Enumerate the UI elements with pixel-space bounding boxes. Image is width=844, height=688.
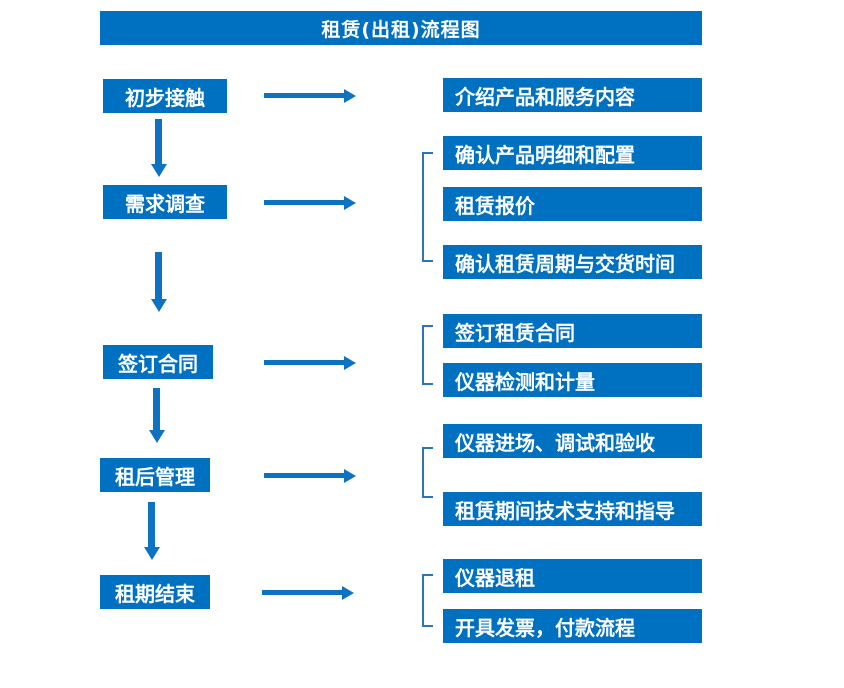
right-arrow-head-icon [342, 585, 354, 600]
flowchart-title: 租赁(出租)流程图 [100, 11, 702, 45]
right-arrow-1 [264, 88, 356, 103]
output-box-tech-support: 租赁期间技术支持和指导 [443, 492, 702, 526]
bracket-group-2 [422, 152, 433, 262]
output-box-confirm-details: 确认产品明细和配置 [443, 136, 702, 170]
down-arrow-4 [143, 502, 160, 560]
down-arrow-2 [150, 252, 167, 312]
down-arrow-head-icon [150, 164, 167, 177]
right-arrow-head-icon [344, 468, 356, 483]
right-arrow-shaft [264, 200, 344, 205]
down-arrow-3 [148, 388, 165, 443]
right-arrow-shaft [264, 360, 344, 365]
step-box-sign-contract: 签订合同 [103, 345, 213, 379]
down-arrow-shaft [155, 119, 162, 164]
right-arrow-2 [264, 195, 356, 210]
output-box-instrument-return: 仪器退租 [443, 559, 702, 593]
down-arrow-shaft [153, 388, 160, 430]
right-arrow-4 [264, 468, 356, 483]
down-arrow-head-icon [143, 547, 160, 560]
output-box-invoice-payment: 开具发票，付款流程 [443, 609, 702, 643]
output-box-sign-rental-contract: 签订租赁合同 [443, 314, 702, 348]
step-box-initial-contact: 初步接触 [103, 79, 227, 113]
right-arrow-head-icon [344, 355, 356, 370]
output-box-confirm-period: 确认租赁周期与交货时间 [443, 245, 702, 279]
output-box-intro-products: 介绍产品和服务内容 [443, 78, 702, 112]
output-box-rental-quote: 租赁报价 [443, 187, 702, 221]
right-arrow-shaft [262, 590, 342, 595]
right-arrow-3 [264, 355, 356, 370]
step-box-post-rental-mgmt: 租后管理 [100, 458, 210, 492]
bracket-group-3 [422, 325, 433, 385]
step-box-demand-survey: 需求调查 [103, 185, 227, 219]
bracket-group-4 [422, 447, 433, 498]
right-arrow-head-icon [344, 88, 356, 103]
down-arrow-shaft [148, 502, 155, 547]
output-box-instrument-setup: 仪器进场、调试和验收 [443, 424, 702, 458]
right-arrow-shaft [264, 473, 344, 478]
right-arrow-head-icon [344, 195, 356, 210]
right-arrow-5 [262, 585, 354, 600]
down-arrow-1 [150, 119, 167, 177]
down-arrow-head-icon [150, 299, 167, 312]
right-arrow-shaft [264, 93, 344, 98]
step-box-lease-end: 租期结束 [100, 575, 210, 609]
bracket-group-5 [422, 574, 433, 627]
down-arrow-head-icon [148, 430, 165, 443]
output-box-instrument-testing: 仪器检测和计量 [443, 363, 702, 397]
down-arrow-shaft [155, 252, 162, 299]
